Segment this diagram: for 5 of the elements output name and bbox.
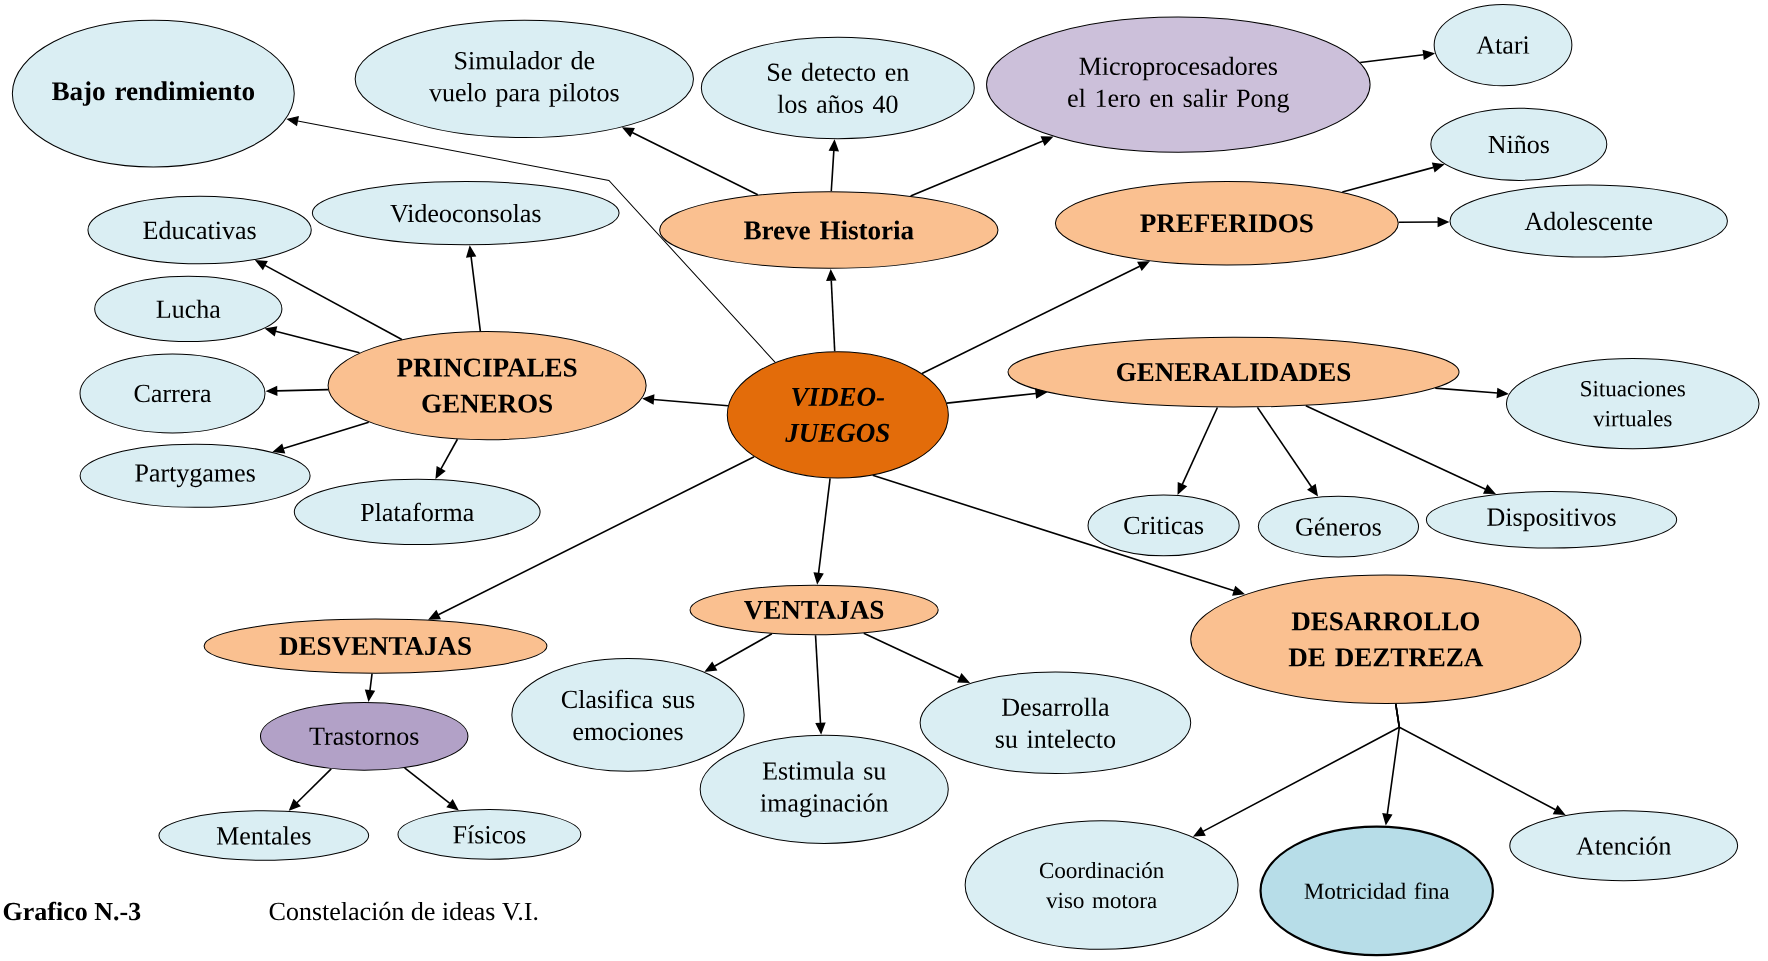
arrow (403, 767, 459, 811)
caption-text: Constelación de ideas V.I. (269, 901, 538, 921)
arrow (435, 438, 459, 479)
arrow (286, 116, 776, 363)
caption-text: Grafico N.-3 (3, 901, 141, 921)
